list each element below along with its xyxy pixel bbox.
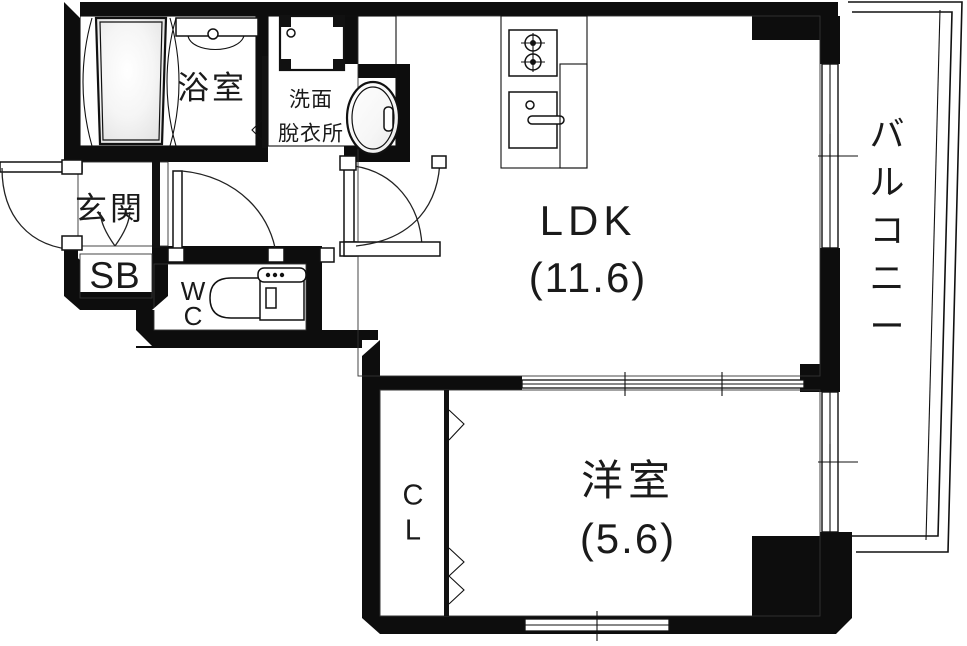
wall-wc-bottom [136,330,322,348]
ldk-label-group: LDK (11.6) [529,197,648,301]
balcony-label-char-0: バ [869,115,906,154]
bedroom-label: 洋室 [581,457,675,504]
wall-caps [64,2,852,634]
bath-washbasin-icon [175,17,259,51]
wall-bedroom-top [362,376,522,390]
wall-sb-left [64,246,80,296]
balcony-outer-edge [848,1,963,553]
kitchen-group [500,15,588,169]
washroom-door-jamb [431,155,447,169]
bedroom-area-label: (5.6) [580,515,676,562]
folding-closet-doors[interactable] [444,390,465,616]
entrance-label: 玄関 [75,190,145,226]
entrance-swing-door[interactable] [0,159,83,251]
corner-chamfer-bed-botleft [362,618,380,634]
wall-bedroom-left [362,340,380,630]
bedroom-sliding-door[interactable] [521,372,805,396]
washroom-door-arc2 [355,155,441,247]
toilet-icon [209,267,307,321]
washroom-group: 洗面 脫衣所 [251,14,401,156]
washroom-swing-door[interactable] [339,155,441,257]
sb-door-swing2 [114,211,131,247]
corridor-swing-door[interactable] [167,170,285,263]
corridor-doors-group [152,155,447,263]
toilet-label-line2: C [184,301,203,331]
bathroom-floor [79,15,257,147]
wall-bedroom-right-corner [752,536,852,634]
bath-curve-left [82,17,93,147]
closet-label-line1: C [403,480,424,512]
entrance-floor [77,161,169,247]
outline-ldk [357,15,821,377]
bathtub-icon [94,16,168,146]
ldk-area-label: (11.6) [529,254,648,301]
shoebox-floor [79,253,153,299]
wall-top-band [64,2,838,16]
shoebox-group: SB [79,253,153,299]
corner-chamfer-wc-left [136,330,152,346]
wall-wc-right [306,246,322,344]
vanity-basin-icon [345,80,401,156]
bedroom-balcony-window[interactable] [818,391,858,533]
bath-curve-right [169,17,180,147]
ldk-balcony-window[interactable] [818,63,858,249]
bathroom-group: 浴室 [79,15,259,147]
washroom-label-line1: 洗面 [289,89,333,112]
toilet-label-line1: W [181,276,206,306]
sb-door-swing [99,211,116,247]
balcony-group: バ ル コ ニ ー [848,1,963,553]
corner-chamfer-bed-botright [836,618,852,634]
corridor-rail [152,160,160,248]
balcony-inner-edge [850,11,953,537]
wall-wc-top [168,246,320,264]
toilet-floor [153,263,307,331]
wall-washroom-right-lower [396,64,410,162]
balcony-label-char-4: ー [869,307,906,346]
entrance-group: 玄関 [0,159,169,251]
wall-corridor-partition [152,246,168,264]
closet-group: C L [379,389,465,617]
shoebox-label: SB [89,255,140,296]
closet-label-line2: L [405,515,421,547]
toilet-door-jamb[interactable] [319,247,335,263]
wall-left-bath [64,2,80,160]
wall-top-right-block [752,2,838,56]
wall-wc-left [136,292,154,348]
bath-entry-door[interactable] [251,56,268,148]
washing-machine-pan-icon [278,14,346,72]
balcony-label-char-2: コ [869,211,906,250]
corner-chamfer-topleft [64,2,80,18]
gas-stove-icon [508,29,558,77]
corner-chamfer-sb-right [152,296,168,310]
toilet-group: W C [153,247,335,331]
wall-bath-bottom [64,146,256,162]
ldk-label: LDK [540,197,637,244]
wall-washroom-right-upper [344,2,358,64]
washroom-label-line2: 脫衣所 [278,123,344,146]
balcony-label-char-1: ル [869,163,906,202]
bedroom-south-window[interactable] [524,611,670,641]
wall-ldk-right-upper [820,16,840,64]
balcony-label-char-3: ニ [869,259,906,298]
kitchen-sink-icon [508,91,565,149]
bedroom-label-group: 洋室 (5.6) [580,457,676,562]
wall-washroom-notch [344,64,410,78]
wall-corridor-bottom-run [306,330,378,348]
bathroom-label: 浴室 [177,69,247,105]
corner-chamfer-bed-left [362,340,380,356]
balcony-rail-line [925,9,941,541]
wall-ldk-right-lower [820,248,840,368]
bath-divider-curve [166,17,177,147]
corner-chamfer-sb [64,296,80,310]
kitchen-side-strip [559,63,588,169]
